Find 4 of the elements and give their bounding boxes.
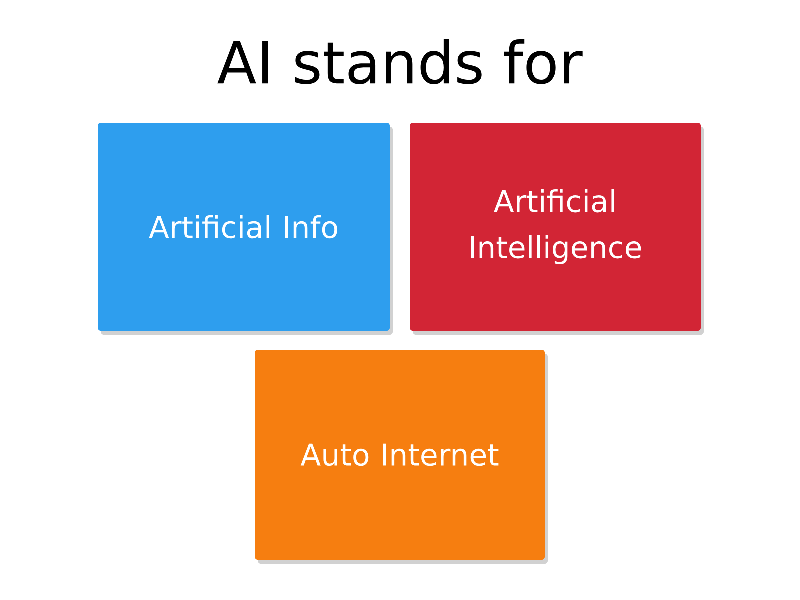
answer-box: Auto Internet [255,350,548,564]
answer-box: Artificial Intelligence [410,123,704,335]
answer-box: Artificial Info [98,123,393,335]
title: AI stands for [218,40,583,84]
